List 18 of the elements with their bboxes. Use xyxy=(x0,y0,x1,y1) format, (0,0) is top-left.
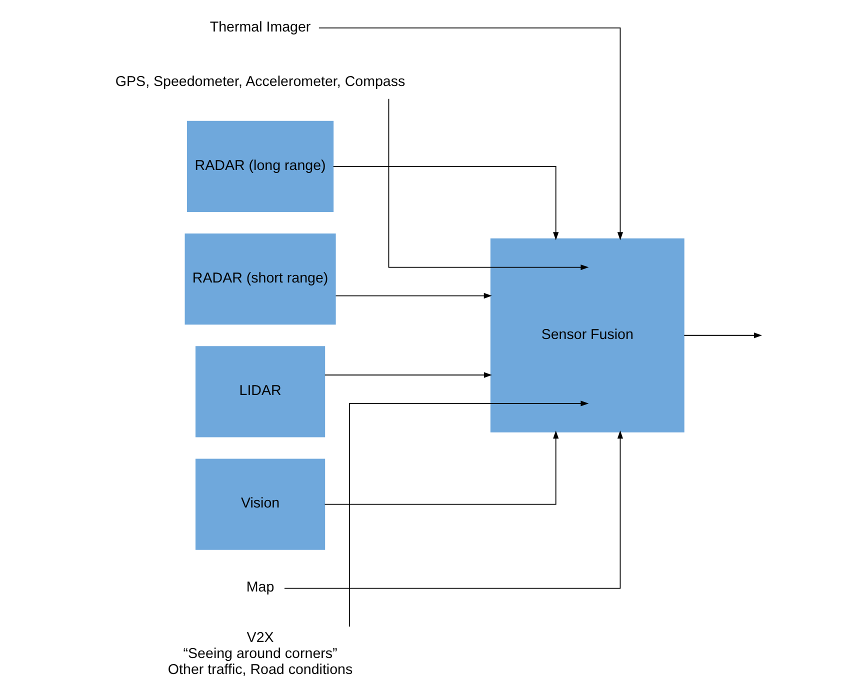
node-text: Map xyxy=(246,580,274,596)
node-text: V2X “Seeing around corners” Other traffic, Road conditions xyxy=(167,630,352,678)
arrow xyxy=(324,430,558,505)
arrow xyxy=(683,332,762,338)
arrow xyxy=(332,166,558,240)
node-box: RADAR (short range) xyxy=(184,234,336,325)
arrow xyxy=(318,28,623,240)
arrow xyxy=(388,98,588,270)
node-box: LIDAR xyxy=(195,346,325,438)
node-text: Thermal Imager xyxy=(209,19,310,36)
node-box: Sensor Fusion xyxy=(490,238,684,432)
node-box: Vision xyxy=(195,458,325,550)
arrow xyxy=(334,292,492,299)
node-box: RADAR (long range) xyxy=(186,120,334,212)
arrow xyxy=(324,372,492,378)
arrow xyxy=(348,400,588,628)
arrow xyxy=(284,430,623,589)
node-text: GPS, Speedometer, Accelerometer, Compass xyxy=(114,74,405,90)
